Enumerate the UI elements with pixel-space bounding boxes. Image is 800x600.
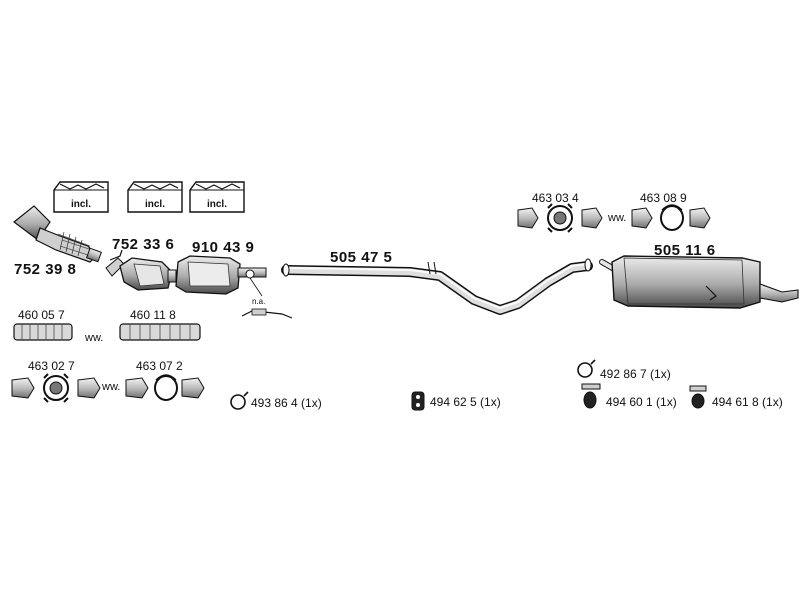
incl-kit-box-1: incl. xyxy=(52,180,110,214)
clamp-kit-463034[interactable] xyxy=(517,203,603,233)
middle-pipe-505475[interactable] xyxy=(281,258,593,315)
incl-kit-box-3: incl. xyxy=(188,180,246,214)
ww-label-clamps-left: ww. xyxy=(102,381,121,393)
part-label-463089: 463 08 9 xyxy=(640,191,687,205)
front-pipe-752398[interactable] xyxy=(13,205,102,263)
part-label-492867: 492 86 7 (1x) xyxy=(600,367,671,381)
catalytic-converter-752336[interactable] xyxy=(105,249,177,291)
part-label-752336: 752 33 6 xyxy=(112,236,175,253)
kit-incl-label: incl. xyxy=(70,199,91,210)
kit-box-icon xyxy=(127,181,183,213)
part-label-493864: 493 86 4 (1x) xyxy=(251,396,322,410)
part-label-460118: 460 11 8 xyxy=(130,308,176,322)
rubber-mount-494601-icon[interactable] xyxy=(581,383,601,409)
part-label-910439: 910 43 9 xyxy=(192,239,255,256)
part-label-463072: 463 07 2 xyxy=(136,359,183,373)
part-label-494601: 494 60 1 (1x) xyxy=(606,395,677,409)
part-label-494625: 494 62 5 (1x) xyxy=(430,395,501,409)
part-label-463034: 463 03 4 xyxy=(532,191,579,205)
clamp-493864-icon[interactable] xyxy=(230,391,249,410)
part-label-505116: 505 11 6 xyxy=(654,242,716,259)
rubber-mount-494618-icon[interactable] xyxy=(689,385,707,409)
part-label-752398: 752 39 8 xyxy=(14,261,77,278)
rubber-mount-494625-icon[interactable] xyxy=(411,391,425,411)
ww-label-clamps-right: ww. xyxy=(608,212,627,224)
part-label-494618: 494 61 8 (1x) xyxy=(712,395,783,409)
clamp-kit-463089[interactable] xyxy=(631,204,711,231)
clamp-kit-463072[interactable] xyxy=(125,374,205,401)
flex-pipe-460057[interactable] xyxy=(13,323,73,341)
flex-pipe-460118[interactable] xyxy=(119,323,201,341)
lambda-sensor[interactable] xyxy=(241,308,293,319)
rear-silencer-505116[interactable] xyxy=(599,255,799,309)
incl-kit-box-2: incl. xyxy=(126,180,184,214)
clamp-kit-463027[interactable] xyxy=(11,373,101,403)
kit-incl-label: incl. xyxy=(206,199,227,210)
part-label-460057: 460 05 7 xyxy=(18,308,65,322)
not-available-label: n.a. xyxy=(252,297,266,306)
part-label-505475: 505 47 5 xyxy=(330,249,393,266)
kit-box-icon xyxy=(189,181,245,213)
part-label-463027: 463 02 7 xyxy=(28,359,75,373)
catalytic-converter-910439[interactable] xyxy=(175,255,267,297)
kit-box-icon xyxy=(53,181,109,213)
clamp-492867-icon[interactable] xyxy=(577,359,596,378)
kit-incl-label: incl. xyxy=(144,199,165,210)
ww-label-flex: ww. xyxy=(85,332,104,344)
